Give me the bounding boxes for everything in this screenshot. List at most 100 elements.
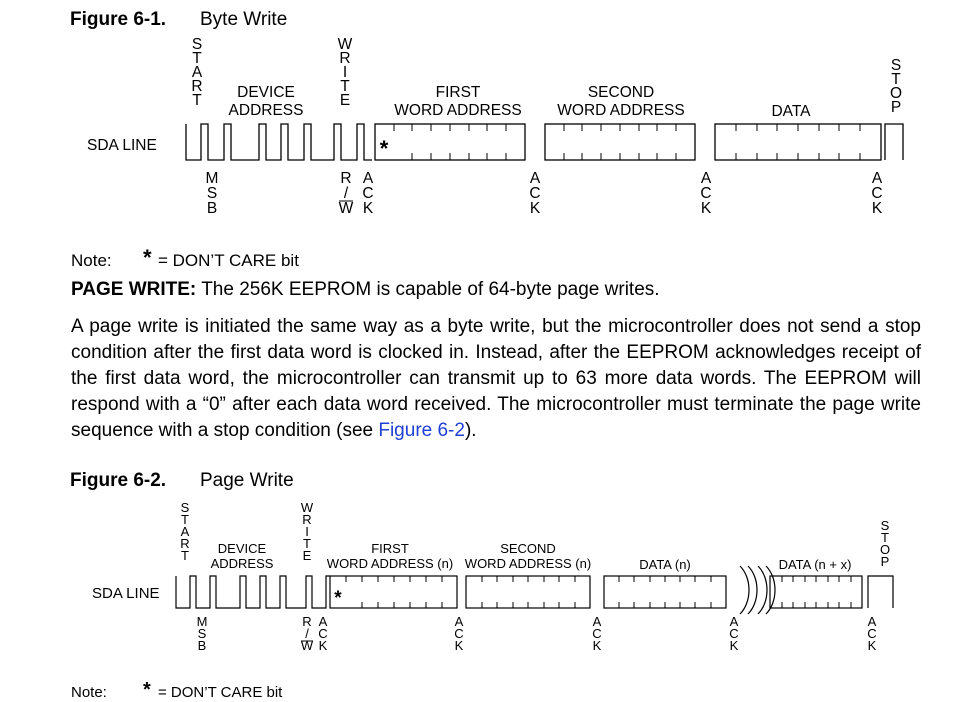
stop-letter: O (880, 542, 890, 557)
write-letter: T (340, 78, 350, 95)
page-write-heading: PAGE WRITE: (71, 279, 197, 300)
page-write-lead-text: The 256K EEPROM is capable of 64-byte pa… (196, 279, 660, 300)
ack-letter: K (455, 638, 464, 653)
second-word-address-label: SECOND (500, 541, 556, 556)
start-letter: R (180, 536, 189, 551)
write-letter: E (303, 548, 312, 563)
stop-letter: P (881, 554, 890, 569)
start-letter: S (181, 500, 190, 515)
write-letter: I (343, 64, 347, 81)
stop-letter: P (891, 99, 901, 116)
second-word-address-label: WORD ADDRESS (n) (465, 556, 591, 571)
bit-ticks (345, 576, 852, 608)
sda-line-label: SDA LINE (87, 137, 157, 154)
note-text: = DON’T CARE bit (158, 684, 283, 701)
figure-1-number: Figure 6-1. (70, 9, 167, 30)
rw-letter: R (302, 614, 311, 629)
stop-letter: S (881, 518, 890, 533)
ack-letter: A (701, 170, 712, 187)
rw-letter: W (301, 638, 314, 653)
paragraph-text: A page write is initiated the same way a… (71, 316, 921, 441)
first-word-address-label: WORD ADDRESS (394, 102, 521, 119)
ack-letter: C (867, 626, 876, 641)
write-letter: I (305, 524, 309, 539)
note-star: * (143, 245, 152, 270)
start-letter: R (191, 78, 202, 95)
note-text: = DON’T CARE bit (158, 251, 299, 270)
first-word-address-label: WORD ADDRESS (n) (327, 556, 453, 571)
stop-letter: S (891, 57, 901, 74)
msb-letter: B (207, 200, 217, 217)
ack-letter: A (363, 170, 374, 187)
stop-letter: O (890, 85, 902, 102)
ack-letter: A (868, 614, 877, 629)
figure-1-title: Byte Write (200, 9, 288, 30)
note-label: Note: (71, 251, 112, 270)
ack-letter: C (362, 185, 373, 202)
note-star: * (143, 679, 151, 701)
ack-letter: K (701, 200, 712, 217)
byte-write-diagram: S T A R T DEVICE ADDRESS W R I T E FIRST… (87, 36, 904, 217)
write-letter: E (340, 92, 350, 109)
ack-letter: K (530, 200, 541, 217)
ack-letter: C (318, 626, 327, 641)
data-n-label: DATA (n) (639, 557, 691, 572)
ack-letter: C (700, 185, 711, 202)
msb-letter: M (197, 614, 208, 629)
rw-letter: / (305, 626, 309, 641)
first-word-address-label: FIRST (371, 541, 409, 556)
data-nx-label: DATA (n + x) (779, 557, 852, 572)
write-letter: W (301, 500, 314, 515)
rw-letter: R (340, 170, 351, 187)
dont-care-mark: * (334, 588, 342, 609)
start-letter: A (181, 524, 190, 539)
start-letter: T (192, 92, 202, 109)
start-letter: T (192, 50, 202, 67)
ack-letter: K (593, 638, 602, 653)
sda-waveform (175, 565, 894, 615)
write-letter: W (338, 36, 353, 53)
figure-2-title: Page Write (200, 470, 294, 491)
paragraph-end: ). (464, 420, 477, 441)
figure-6-2-link[interactable]: Figure 6-2 (378, 420, 465, 441)
device-address-label: ADDRESS (229, 102, 304, 119)
ack-letter: C (529, 185, 540, 202)
device-address-label: DEVICE (218, 541, 267, 556)
msb-letter: M (206, 170, 219, 187)
figure-2-number: Figure 6-2. (70, 470, 167, 491)
ack-letter: K (730, 638, 739, 653)
sda-line-label: SDA LINE (92, 585, 160, 602)
page-write-paragraph: A page write is initiated the same way a… (71, 314, 921, 444)
dont-care-mark: * (380, 136, 389, 161)
msb-letter: S (207, 185, 217, 202)
second-word-address-label: WORD ADDRESS (557, 102, 684, 119)
rw-letter: / (344, 185, 349, 202)
first-word-address-label: FIRST (436, 84, 481, 101)
ack-letter: K (319, 638, 328, 653)
write-letter: R (339, 50, 350, 67)
data-label: DATA (771, 103, 811, 120)
ack-letter: A (530, 170, 541, 187)
ack-letter: A (593, 614, 602, 629)
start-letter: T (181, 512, 189, 527)
msb-letter: S (198, 626, 207, 641)
ack-letter: C (592, 626, 601, 641)
start-letter: A (192, 64, 203, 81)
ack-letter: A (872, 170, 883, 187)
ack-letter: K (363, 200, 374, 217)
stop-letter: T (891, 71, 901, 88)
ack-letter: A (455, 614, 464, 629)
write-letter: R (302, 512, 311, 527)
ack-letter: C (454, 626, 463, 641)
write-letter: T (303, 536, 311, 551)
ack-letter: A (730, 614, 739, 629)
ack-letter: C (871, 185, 882, 202)
bit-ticks (393, 124, 861, 160)
device-address-label: DEVICE (237, 84, 295, 101)
stop-letter: T (881, 530, 889, 545)
rw-letter: W (339, 200, 354, 217)
start-letter: T (181, 548, 189, 563)
ack-letter: A (319, 614, 328, 629)
ack-letter: K (868, 638, 877, 653)
